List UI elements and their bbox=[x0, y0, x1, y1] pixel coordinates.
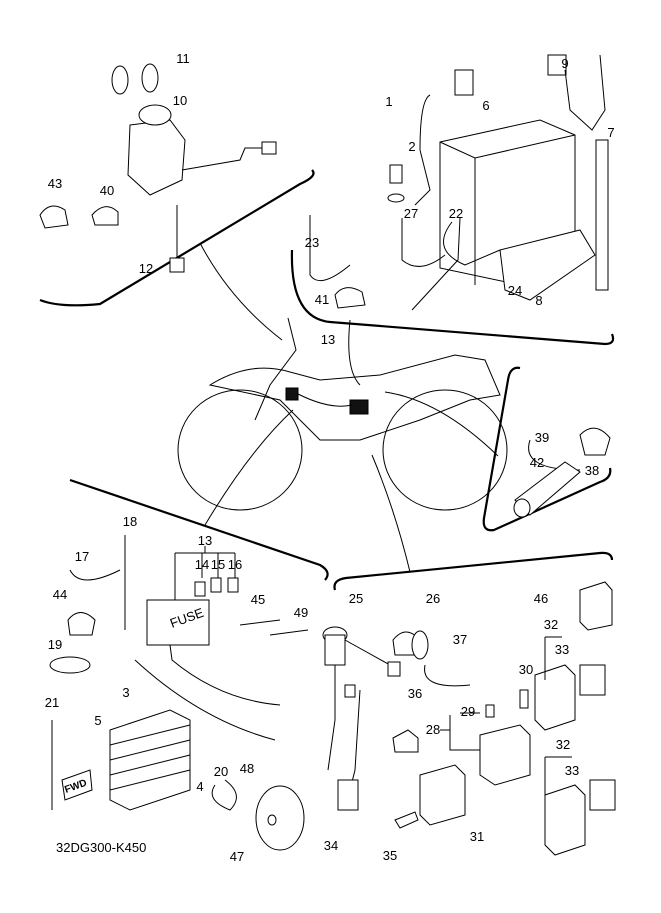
callout-15: 15 bbox=[211, 557, 225, 572]
callout-7: 7 bbox=[607, 125, 614, 140]
callout-16: 16 bbox=[228, 557, 242, 572]
callout-28: 28 bbox=[426, 722, 440, 737]
callout-32-upper: 32 bbox=[544, 617, 558, 632]
motorcycle-outline bbox=[177, 317, 508, 511]
callout-24: 24 bbox=[508, 283, 522, 298]
callout-33-lower: 33 bbox=[565, 763, 579, 778]
callout-49: 49 bbox=[294, 605, 308, 620]
callout-35: 35 bbox=[383, 848, 397, 863]
callout-26: 26 bbox=[426, 591, 440, 606]
callout-46: 46 bbox=[534, 591, 548, 606]
callout-41: 41 bbox=[315, 292, 329, 307]
callout-32-lower: 32 bbox=[556, 737, 570, 752]
callout-17: 17 bbox=[75, 549, 89, 564]
fuse-box-assembly: FUSE FWD bbox=[49, 535, 309, 851]
callout-27: 27 bbox=[404, 206, 418, 221]
callout-13-fuse: 13 bbox=[198, 533, 212, 548]
callout-29: 29 bbox=[461, 704, 475, 719]
callout-3: 3 bbox=[122, 685, 129, 700]
callout-8: 8 bbox=[535, 293, 542, 308]
bands-and-ties bbox=[309, 215, 611, 518]
main-switch-assembly bbox=[39, 63, 277, 273]
pointer-line bbox=[204, 409, 294, 526]
part-code: 32DG300-K450 bbox=[56, 840, 146, 855]
pointer-line bbox=[348, 319, 361, 386]
callout-44: 44 bbox=[53, 587, 67, 602]
callout-9: 9 bbox=[561, 56, 568, 71]
callout-48: 48 bbox=[240, 761, 254, 776]
callout-14: 14 bbox=[195, 557, 209, 572]
callout-37: 37 bbox=[453, 632, 467, 647]
section-divider-starter bbox=[333, 551, 614, 591]
callout-labels: 11 10 43 40 12 1 6 9 2 7 27 22 23 24 41 … bbox=[45, 51, 615, 864]
callout-47: 47 bbox=[230, 849, 244, 864]
pointer-line bbox=[199, 242, 283, 341]
pointer-line bbox=[371, 454, 411, 573]
section-divider-fuse bbox=[69, 478, 329, 581]
battery bbox=[387, 54, 609, 301]
callout-38: 38 bbox=[585, 463, 599, 478]
callout-25: 25 bbox=[349, 591, 363, 606]
callout-10: 10 bbox=[173, 93, 187, 108]
callout-13-harness: 13 bbox=[321, 332, 335, 347]
callout-36: 36 bbox=[408, 686, 422, 701]
callout-45: 45 bbox=[251, 592, 265, 607]
callout-12: 12 bbox=[139, 261, 153, 276]
callout-30: 30 bbox=[519, 662, 533, 677]
callout-31: 31 bbox=[470, 829, 484, 844]
callout-42: 42 bbox=[530, 455, 544, 470]
callout-39: 39 bbox=[535, 430, 549, 445]
callout-22: 22 bbox=[449, 206, 463, 221]
callout-11: 11 bbox=[176, 51, 190, 66]
callout-40: 40 bbox=[100, 183, 114, 198]
callout-19: 19 bbox=[48, 637, 62, 652]
callout-20: 20 bbox=[214, 764, 228, 779]
starter-relay-assembly bbox=[322, 581, 616, 856]
callout-6: 6 bbox=[482, 98, 489, 113]
section-divider-battery bbox=[290, 249, 615, 346]
callout-33-upper: 33 bbox=[555, 642, 569, 657]
callout-43: 43 bbox=[48, 176, 62, 191]
callout-21: 21 bbox=[45, 695, 59, 710]
callout-18: 18 bbox=[123, 514, 137, 529]
callout-34: 34 bbox=[324, 838, 338, 853]
callout-5: 5 bbox=[94, 713, 101, 728]
callout-1: 1 bbox=[385, 94, 392, 109]
section-divider-relay bbox=[482, 366, 612, 532]
callout-4: 4 bbox=[196, 779, 203, 794]
callout-23: 23 bbox=[305, 235, 319, 250]
callout-2: 2 bbox=[408, 139, 415, 154]
